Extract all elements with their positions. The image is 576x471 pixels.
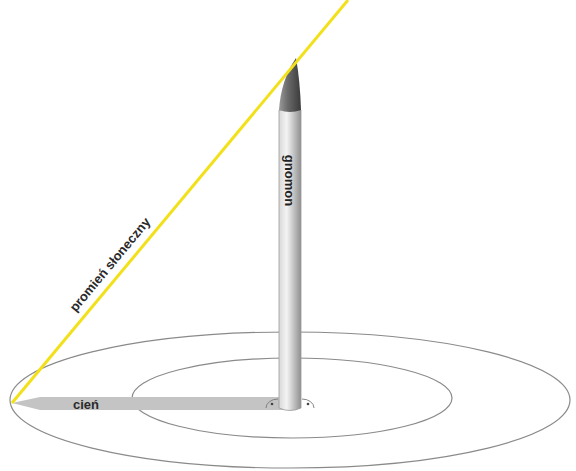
gnomon-label: gnomon (283, 154, 296, 205)
shadow-label: cień (73, 398, 99, 411)
right-angle-mark (266, 399, 278, 408)
sun-ray (12, 0, 348, 403)
gnomon-tip (279, 58, 301, 112)
ray-label: promień słoneczny (67, 215, 152, 314)
shadow (12, 397, 290, 410)
right-angle-dot (271, 403, 274, 406)
right-angle-dot (307, 403, 310, 406)
gnomon-pole (279, 110, 301, 411)
right-angle-mark (302, 399, 314, 408)
